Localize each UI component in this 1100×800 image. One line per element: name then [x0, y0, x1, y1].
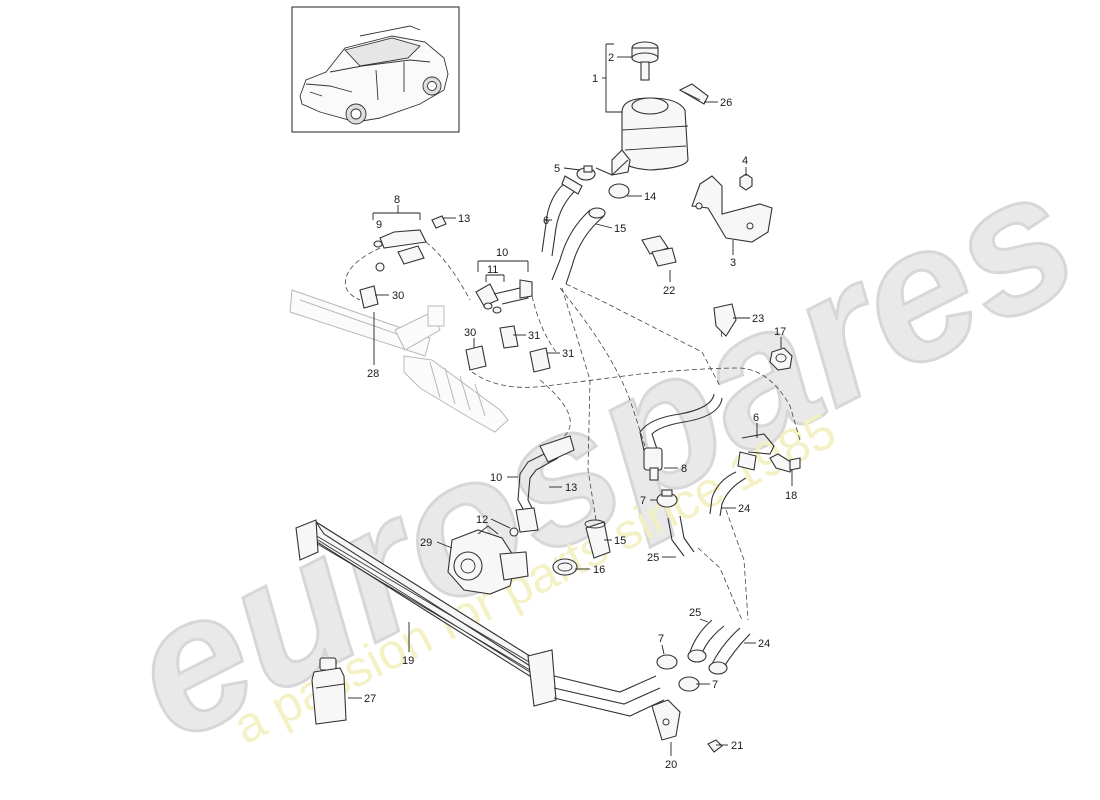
callout-9[interactable]: 9 [376, 219, 382, 231]
clip-22 [641, 235, 677, 267]
hose-15-upper [551, 159, 629, 285]
callout-24-lower[interactable]: 24 [758, 638, 770, 650]
callout-25-lower[interactable]: 25 [689, 607, 701, 619]
callout-13-lower[interactable]: 13 [565, 482, 577, 494]
bolt-21 [707, 739, 723, 753]
callout-19[interactable]: 19 [402, 655, 414, 667]
callout-8-lower[interactable]: 8 [681, 463, 687, 475]
callout-6-upper[interactable]: 6 [543, 215, 549, 227]
callout-20[interactable]: 20 [665, 759, 677, 771]
callout-7-lower[interactable]: 7 [712, 679, 718, 691]
callout-3[interactable]: 3 [730, 257, 736, 269]
callout-28[interactable]: 28 [367, 368, 379, 380]
callout-labels: 1 2 26 4 5 14 6 15 3 22 8 9 13 10 11 30 … [364, 52, 797, 771]
reservoir-cap [631, 41, 659, 81]
cap-17 [769, 347, 793, 371]
clamp-14 [608, 183, 630, 199]
hose-15-lower [584, 519, 611, 559]
callout-29[interactable]: 29 [420, 537, 432, 549]
hose-24-lower [708, 627, 751, 675]
callout-1[interactable]: 1 [592, 73, 598, 85]
pipe-bracket-20 [651, 699, 681, 741]
return-line-10-upper [475, 279, 533, 314]
clip-23 [713, 303, 737, 337]
callout-7-upper[interactable]: 7 [640, 495, 646, 507]
callout-11[interactable]: 11 [487, 264, 498, 276]
hose-24-upper [709, 471, 747, 517]
callout-10-upper[interactable]: 10 [496, 247, 508, 259]
callout-30-left[interactable]: 30 [392, 290, 404, 302]
leader-lines [348, 43, 793, 756]
car-illustration [299, 25, 449, 125]
clamp-5 [576, 165, 596, 181]
power-steering-pump [447, 525, 529, 595]
callout-6-lower[interactable]: 6 [753, 412, 759, 424]
callout-8-upper[interactable]: 8 [394, 194, 400, 206]
callout-23[interactable]: 23 [752, 313, 764, 325]
callout-15-upper[interactable]: 15 [614, 223, 626, 235]
routing-dashed-lines [344, 241, 801, 621]
steering-rack [289, 289, 509, 433]
mounting-bracket [691, 175, 773, 243]
reservoir-tank [611, 97, 689, 176]
hose-6-lower [737, 433, 801, 473]
callout-31-upper[interactable]: 31 [528, 330, 540, 342]
watermark: eurospares a passion for parts since 198… [96, 126, 1100, 783]
callout-13-upper[interactable]: 13 [458, 213, 470, 225]
callout-30-mid[interactable]: 30 [464, 327, 476, 339]
callout-21[interactable]: 21 [731, 740, 743, 752]
oil-cooler [295, 519, 665, 717]
hose-25-upper [667, 515, 695, 557]
clamp-16 [552, 558, 578, 576]
nut-4 [739, 173, 753, 191]
callout-2[interactable]: 2 [608, 52, 614, 64]
callout-4[interactable]: 4 [742, 155, 748, 167]
fluid-bottle [311, 657, 347, 725]
callout-15-lower[interactable]: 15 [614, 535, 626, 547]
callout-22[interactable]: 22 [663, 285, 675, 297]
hose-25-lower [687, 619, 725, 663]
callout-14[interactable]: 14 [644, 191, 656, 203]
callout-24-upper[interactable]: 24 [738, 503, 750, 515]
callout-26[interactable]: 26 [720, 97, 732, 109]
hose-8-mid [639, 393, 723, 481]
callout-18[interactable]: 18 [785, 490, 797, 502]
vehicle-thumbnail [291, 6, 460, 133]
callout-27[interactable]: 27 [364, 693, 376, 705]
callout-25-upper[interactable]: 25 [647, 552, 659, 564]
callout-16[interactable]: 16 [593, 564, 605, 576]
pressure-line-10-lower [509, 435, 575, 537]
hose-6-upper [541, 175, 583, 257]
callout-5[interactable]: 5 [554, 163, 560, 175]
callout-10-lower[interactable]: 10 [490, 472, 502, 484]
callout-12[interactable]: 12 [476, 514, 488, 526]
reservoir-assembly [611, 41, 709, 176]
callout-17[interactable]: 17 [774, 326, 786, 338]
bracket-clip-26 [678, 83, 709, 105]
pressure-line-8-upper [373, 215, 447, 272]
callout-7-middle[interactable]: 7 [658, 633, 664, 645]
clamps-30-31 [359, 285, 551, 373]
clamp-7b [656, 654, 678, 670]
watermark-brand: eurospares [97, 128, 1100, 782]
callout-31-lower[interactable]: 31 [562, 348, 574, 360]
